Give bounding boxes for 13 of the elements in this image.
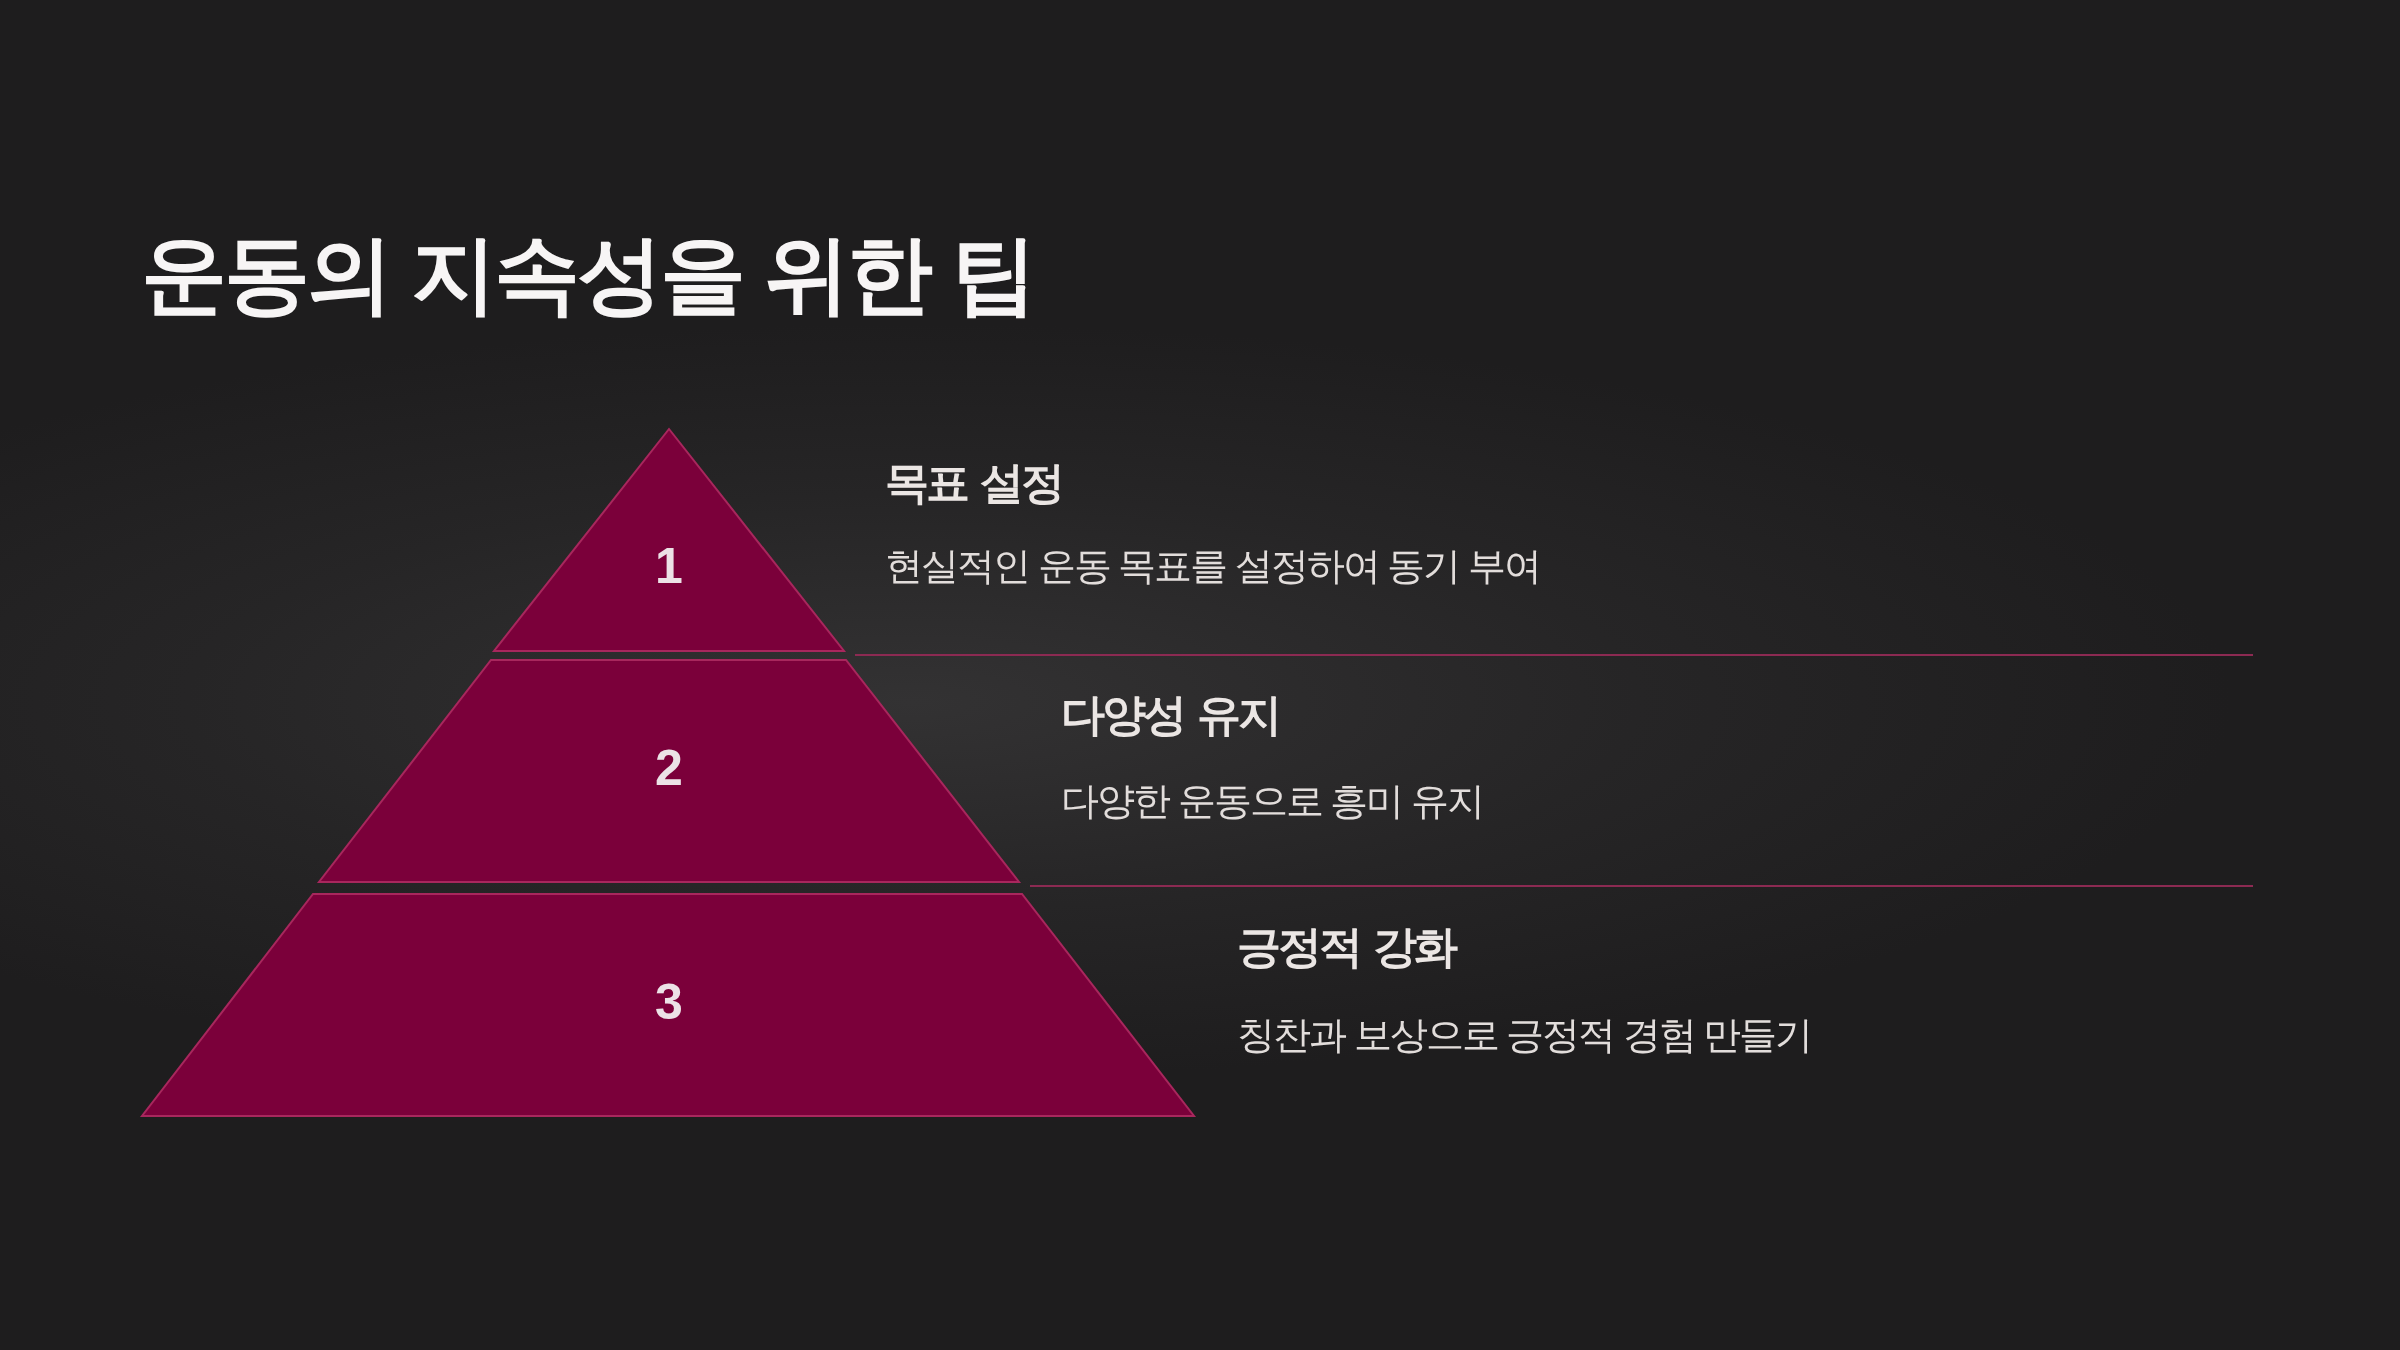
tier-number: 3 [655,977,683,1027]
title: 운동의 지속성을 위한 팁 [141,231,1034,317]
tier-description: 칭찬과 보상으로 긍정적 경험 만들기 [1237,1016,1812,1054]
tier-description: 현실적인 운동 목표를 설정하여 동기 부여 [885,547,1540,585]
tier-description: 다양한 운동으로 흥미 유지 [1061,782,1483,820]
pyramid-tier [142,894,1194,1116]
pyramid-tier [494,429,844,651]
tier-heading: 목표 설정 [885,461,1063,505]
tier-number: 2 [655,743,683,793]
tier-heading: 다양성 유지 [1061,693,1280,737]
tier-heading: 긍정적 강화 [1237,925,1456,969]
pyramid-tier [319,660,1019,882]
tier-number: 1 [655,541,683,591]
